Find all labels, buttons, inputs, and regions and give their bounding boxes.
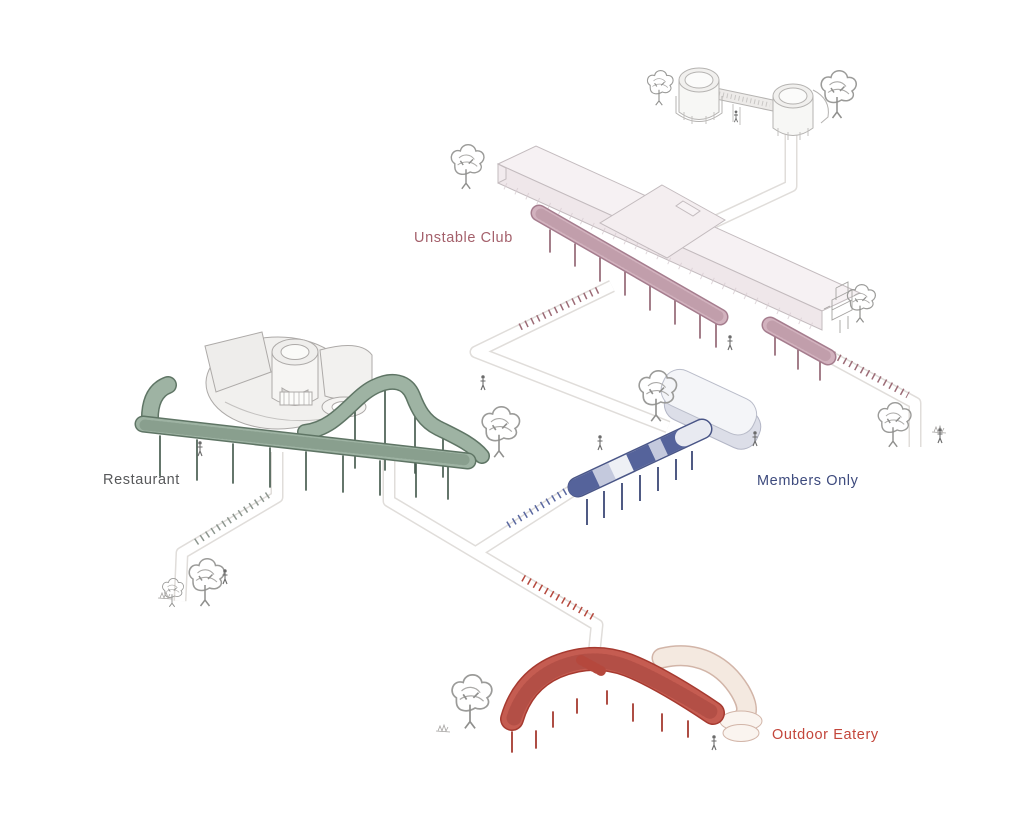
club-ramp-legs [549, 229, 717, 348]
person-icon [733, 110, 739, 123]
person-icon [479, 374, 487, 391]
tree-icon [451, 673, 493, 730]
tree-icon [877, 402, 912, 448]
eatery-ramp-steps [576, 655, 608, 677]
labels: Unstable Club Restaurant Members Only Ou… [103, 230, 879, 743]
tree-icon [646, 70, 674, 106]
tree-icon [188, 558, 226, 607]
water-tower-icon [675, 67, 829, 140]
railing-west [194, 492, 270, 545]
pavilion-sketch [823, 281, 853, 333]
outdoor-eatery-ramp [500, 646, 725, 753]
railing-eatery [521, 574, 595, 621]
person-icon [196, 440, 204, 457]
pathway-network [173, 133, 922, 665]
label-outdoor-eatery: Outdoor Eatery [772, 727, 879, 743]
restaurant-ramp-legs [159, 435, 449, 500]
tree-icon [481, 405, 521, 459]
unstable-club-building [496, 145, 862, 333]
restaurant-ramp [134, 373, 490, 500]
path-railings [194, 286, 910, 621]
club-ramp-east-legs [774, 336, 821, 381]
person-icon [726, 334, 734, 351]
label-unstable-club: Unstable Club [414, 230, 513, 246]
members-only-walkway [567, 418, 713, 525]
person-icon [596, 434, 604, 451]
grass-icon [435, 724, 451, 733]
person-icon [710, 734, 718, 751]
restaurant-ramp-long-legs [354, 386, 444, 478]
members-walkway-legs [586, 451, 693, 525]
label-members-only: Members Only [757, 473, 859, 489]
railing-club-west [518, 286, 600, 331]
tower-bridge [715, 87, 774, 112]
label-restaurant: Restaurant [103, 472, 180, 488]
tree-icon [820, 70, 858, 119]
tree-icon [450, 143, 485, 190]
unstable-club-ramp [530, 204, 837, 381]
outdoor-eatery-counter [651, 645, 763, 742]
eatery-ramp-legs [511, 690, 689, 753]
